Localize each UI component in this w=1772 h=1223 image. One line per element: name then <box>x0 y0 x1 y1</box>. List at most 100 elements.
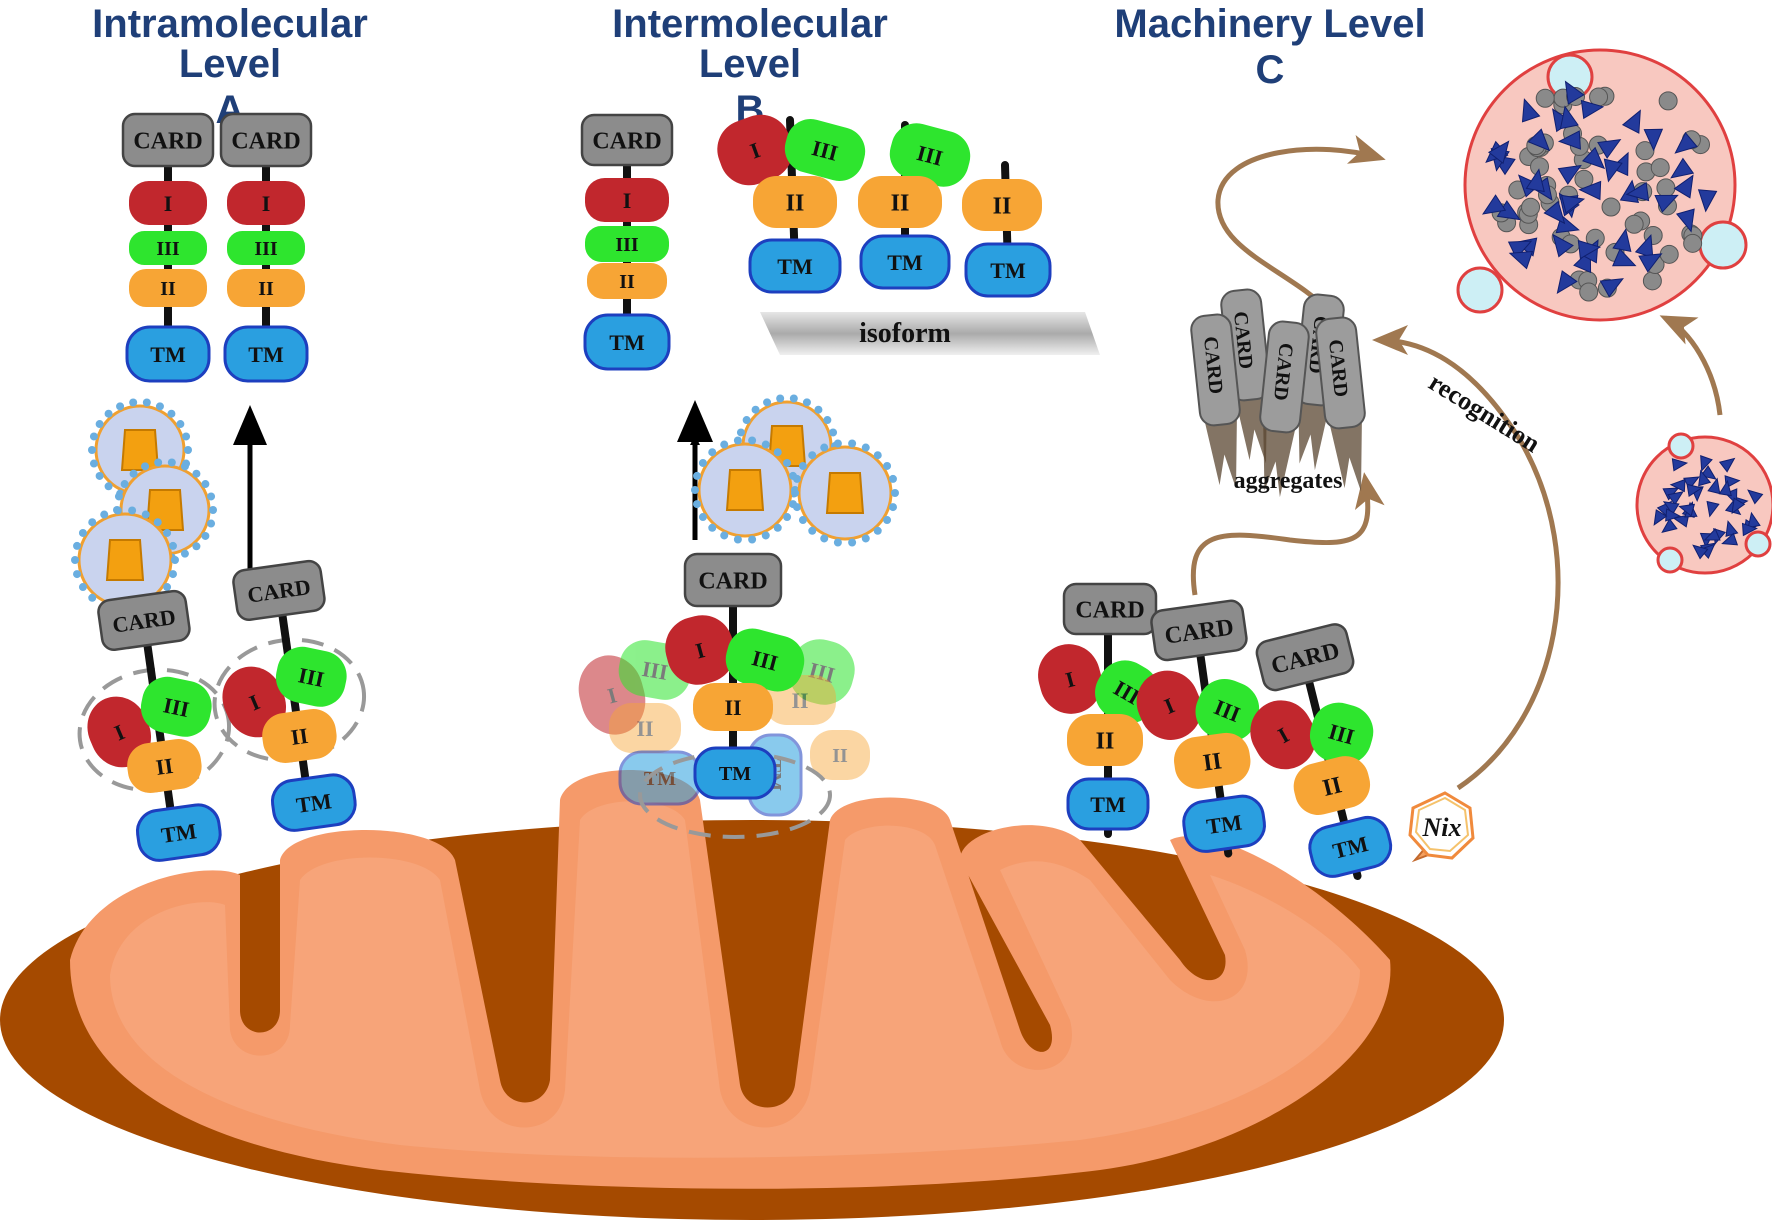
domain-ii: II <box>129 269 207 307</box>
heading-machinery-title: Machinery Level <box>1114 2 1426 46</box>
domain-i: I <box>585 178 669 222</box>
card-label: CARD <box>231 129 300 155</box>
domain-ii-label: II <box>993 194 1012 220</box>
domain-ii: II <box>1293 756 1371 815</box>
domain-iii: III <box>140 676 212 737</box>
vesicle-cargo <box>825 472 865 514</box>
card-domain: CARD <box>683 552 783 608</box>
aggregate-card: CARD <box>1315 316 1366 492</box>
vesicle-cargo <box>105 539 145 581</box>
heading-c-letter: C <box>1255 48 1285 92</box>
tm-label: TM <box>295 788 334 818</box>
domain-ii: II <box>810 730 870 780</box>
small-autophagosome-cargo <box>1653 455 1764 560</box>
domain-ii: II <box>227 269 305 307</box>
tm-label: TM <box>990 258 1026 283</box>
domain-i: I <box>227 181 305 225</box>
tm-label: TM <box>248 342 284 367</box>
domain-ii: II <box>127 738 202 793</box>
aggregates-label: aggregates <box>1234 468 1343 494</box>
domain-ii-label: II <box>1201 748 1223 776</box>
vesicle-cargo <box>120 429 160 471</box>
autophagosome-bud <box>1698 220 1748 270</box>
inner-membrane-highlight <box>110 801 1360 1158</box>
tm-domain: TM <box>135 803 222 862</box>
domain-iii-label: III <box>161 692 191 722</box>
autophagosome-bud <box>1456 266 1504 314</box>
domain-i: I <box>129 181 207 225</box>
lipid-vesicle <box>691 436 799 544</box>
isoform-label: isoform <box>859 318 951 349</box>
card-domain: CARD <box>580 113 674 167</box>
domain-ii-label: II <box>786 191 805 217</box>
tm-domain: TM <box>1066 777 1150 831</box>
autophagosome-cargo <box>1481 80 1718 302</box>
card-domain: CARD <box>219 112 313 168</box>
domain-iii: III <box>784 119 866 181</box>
domain-iii-label: III <box>615 234 639 256</box>
dashed-outline <box>638 751 832 839</box>
card-aggregates: CARDCARDCARDCARDCARD <box>1190 288 1366 498</box>
heading-intermolecular-title: Intermolecular Level <box>612 2 888 86</box>
domain-i: I <box>1136 670 1202 740</box>
arrow-aggregates-to-autophagosome <box>1215 135 1386 314</box>
domain-ii-label: II <box>154 753 174 780</box>
domain-ii: II <box>858 176 942 228</box>
tm-domain: TM <box>125 325 211 383</box>
autophagosome-small-bud <box>1656 546 1684 574</box>
vesicle-cargo <box>725 469 765 511</box>
tm-domain: TM <box>270 773 357 832</box>
card-domain: CARD <box>1150 599 1248 662</box>
isoform-plate: isoform <box>760 312 1100 355</box>
tm-domain: TM <box>1308 815 1393 878</box>
card-label: CARD <box>1075 598 1144 624</box>
nix-callout: Nix <box>1408 791 1475 863</box>
aggregate-card: CARD <box>1259 320 1310 498</box>
card-label: CARD <box>698 569 767 595</box>
arrow-small-to-large-autophagosome <box>1659 315 1723 416</box>
tm-label: TM <box>887 250 923 275</box>
tm-label: TM <box>777 254 813 279</box>
tm-label: TM <box>1205 809 1244 839</box>
domain-ii: II <box>587 263 667 299</box>
domain-iii: III <box>725 628 805 692</box>
card-domain: CARD <box>121 112 215 168</box>
aggregate-card: CARD <box>1190 313 1241 489</box>
domain-ii-label: II <box>791 688 808 713</box>
domain-ii-label: II <box>891 191 910 217</box>
recognition-label: recognition <box>1424 367 1546 458</box>
heading-intramolecular: Intramolecular Level A <box>40 4 420 130</box>
domain-i: I <box>665 615 735 685</box>
autophagosome-small-bud <box>1744 530 1772 558</box>
nix-badge <box>1408 791 1475 860</box>
tm-domain: TM <box>693 746 777 800</box>
tm-label: TM <box>1090 792 1126 817</box>
domain-iii-label: III <box>156 238 180 260</box>
protein-molecules: CARDIIIIIITMCARDIIIIIITMCARDIIIIIITMCARD… <box>77 112 1393 881</box>
arrow-nix-to-aggregates <box>1372 325 1561 791</box>
domain-i-label: I <box>623 188 632 213</box>
domain-iii-label: III <box>296 662 326 692</box>
card-domain: CARD <box>1255 623 1355 692</box>
tm-label: TM <box>609 330 645 355</box>
tm-domain: TM <box>748 238 842 294</box>
card-domain: CARD <box>1062 582 1158 636</box>
heading-machinery: Machinery Level C <box>1100 4 1440 90</box>
domain-ii: II <box>1174 732 1251 789</box>
arrow-to-aggregates <box>1190 472 1385 596</box>
heading-intermolecular: Intermolecular Level B <box>560 4 940 130</box>
domain-iii: III <box>1195 678 1260 742</box>
domain-ii: II <box>262 708 337 763</box>
oligomer-cluster: IIIIIITMIIIIIIITMCARDIIIIIITM <box>578 552 870 839</box>
domain-i: I <box>1038 644 1102 714</box>
domain-ii-label: II <box>724 695 741 720</box>
tm-domain: TM <box>583 313 671 371</box>
mitochondrion <box>0 770 1504 1220</box>
domain-iii: III <box>789 639 855 705</box>
